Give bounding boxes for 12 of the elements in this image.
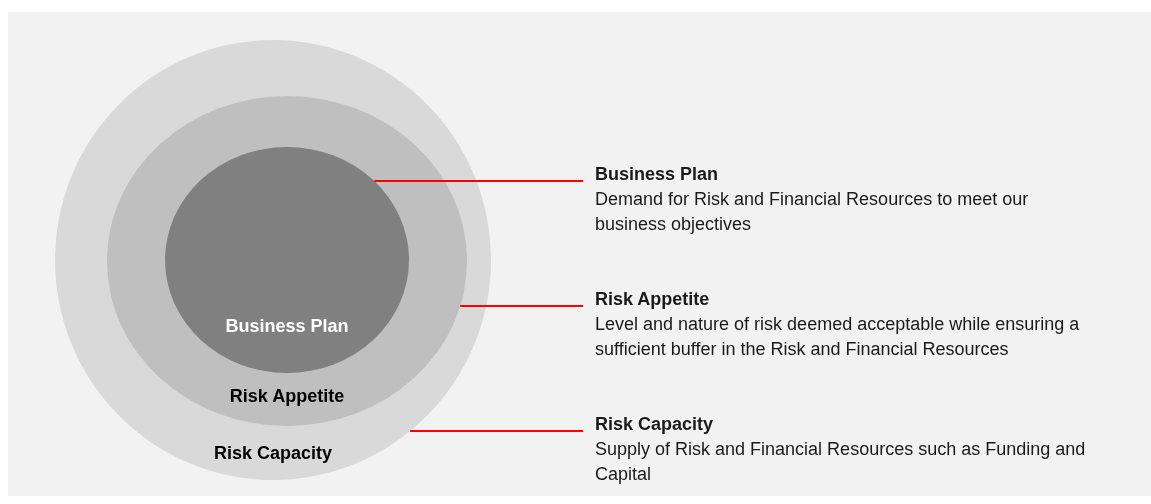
description-heading: Risk Capacity <box>595 413 715 436</box>
circle-label: Business Plan <box>225 315 349 338</box>
description-text: Level and nature of risk deemed acceptable while ensuring a sufficient buffer in the Risk and Financial Resources <box>595 313 1081 361</box>
leader-line <box>459 305 584 307</box>
description-text: Demand for Risk and Financial Resources to meet our business objectives <box>595 188 1030 236</box>
circle-label: Risk Capacity <box>213 442 333 465</box>
circle-label: Risk Appetite <box>229 385 345 408</box>
description-heading: Business Plan <box>595 163 720 186</box>
leader-line <box>409 430 584 432</box>
description-heading: Risk Appetite <box>595 288 711 311</box>
leader-line <box>373 180 584 182</box>
description-text: Supply of Risk and Financial Resources such as Funding and Capital <box>595 438 1087 486</box>
